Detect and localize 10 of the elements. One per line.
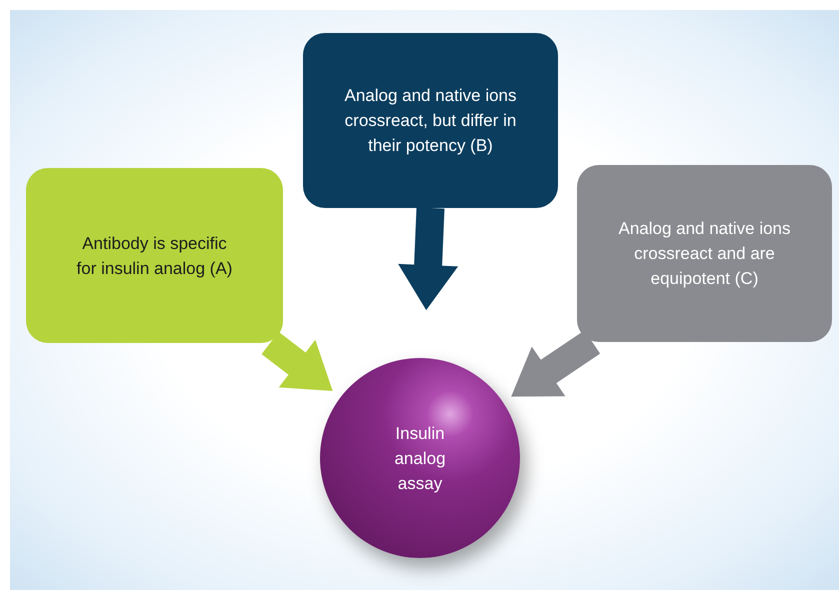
block-arrow	[511, 330, 600, 397]
block-arrow	[262, 332, 333, 391]
node-text: Antibody is specific for insulin analog (A)	[76, 232, 234, 280]
node-text: Insulin analog assay	[393, 422, 447, 494]
callout-box	[303, 33, 558, 208]
block-arrow	[398, 207, 458, 310]
node-text: Analog and native ions crossreact and are equipotent (C)	[617, 218, 792, 290]
node-text: Analog and native ions crossreact, but differ in their potency (B)	[343, 85, 518, 157]
callout-box	[577, 165, 832, 342]
callout-box	[26, 168, 283, 343]
